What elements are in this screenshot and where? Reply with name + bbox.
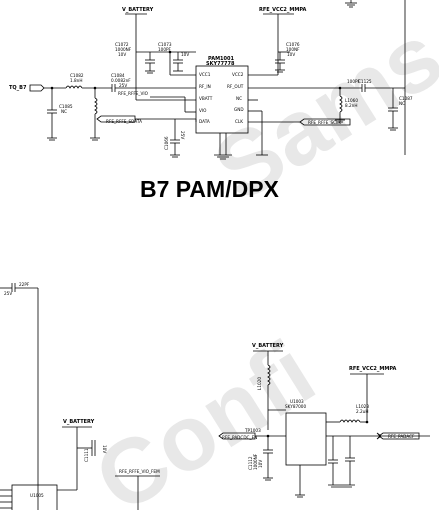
- pam-ic-model: SKY77778: [206, 61, 235, 67]
- c1076-ref: C1076: [286, 42, 300, 47]
- u1003-ref: U1003: [290, 399, 304, 404]
- pin-vcc1: VCC1: [199, 72, 211, 77]
- u1005-ref: U1005: [30, 493, 44, 498]
- bottom-left-section: 22PF 25V V_BATTERY C1111 10V RFE_RFFE_VI…: [0, 282, 160, 510]
- net-label-rfe-rffe-vio: RFE_RFFE_VIO: [118, 91, 149, 96]
- c1087-ref: C1087: [399, 96, 413, 101]
- net-label-rfe-vcc2-mmpa-bot: RFE_VCC2_MMPA: [349, 366, 397, 372]
- c-left-ref: C1111: [84, 448, 89, 462]
- c1072-volt: 10V: [118, 52, 126, 57]
- tp1003-ref: TP1003: [244, 428, 261, 433]
- pin-rf-in: RF_IN: [199, 84, 211, 89]
- c1125-ref: C1125: [358, 79, 372, 84]
- c1084-volt: 25V: [119, 83, 127, 88]
- c1085-ref: C1085: [59, 104, 73, 109]
- watermark-bottom-text: Confi: [78, 321, 331, 510]
- c1085-val: NC: [61, 109, 67, 114]
- net-label-v-battery-mid: V_BATTERY: [252, 343, 284, 349]
- net-label-v-battery-top: V_BATTERY: [122, 7, 154, 13]
- watermark: Sams Confi: [78, 5, 439, 510]
- c1112-ref: C1112: [248, 456, 253, 470]
- pin-vio: VIO: [199, 108, 207, 113]
- l1060-ref: L1060: [345, 98, 358, 103]
- l1060-val: 8.2nH: [345, 103, 357, 108]
- pin-clk: CLK: [235, 119, 243, 124]
- pin-gnd: GND: [234, 107, 244, 112]
- pam-section: V_BATTERY RFE_VCC2_MMPA PAM1001 SKY77778…: [9, 0, 413, 160]
- net-label-v-battery-left: V_BATTERY: [63, 419, 95, 425]
- c1073-ref: C1073: [158, 42, 172, 47]
- c1073-volt: 10V: [181, 52, 189, 57]
- c1087-val: NC: [399, 101, 405, 106]
- net-label-rfe-rffe-sclk: RFE_RFFE_SCLK: [308, 120, 341, 125]
- pin-nc: NC: [236, 96, 242, 101]
- c1072-val: 1000NF: [115, 47, 132, 52]
- pin-rf-out: RF_OUT: [227, 84, 244, 89]
- pin-vbatt: VBATT: [199, 96, 213, 101]
- pam-ic-part: PAM1001: [208, 56, 234, 62]
- c1076-volt: 10V: [287, 52, 295, 57]
- pin-vcc2: VCC2: [232, 72, 244, 77]
- c1084-val: 0.0082nF: [111, 78, 131, 83]
- c1112-volt: 10V: [258, 460, 263, 468]
- c1072-ref: C1072: [115, 42, 129, 47]
- cap-top-left-volt: 25V: [4, 291, 12, 296]
- net-label-tq-b7: TQ_B7: [9, 85, 27, 91]
- c1076-val: 100NF: [286, 47, 300, 52]
- c-left-volt: 10V: [102, 445, 107, 453]
- cap-top-left-val: 22PF: [19, 282, 30, 287]
- c1112-val: 1000NF: [253, 453, 258, 470]
- u1003-part: SKY87000: [285, 404, 306, 409]
- l1020-ref: L1020: [257, 377, 262, 390]
- net-label-rfe-rffe-vio-fem: RFE_RFFE_VIO_FEM: [119, 469, 160, 474]
- l1023-val: 2.2uH: [356, 409, 368, 414]
- c1125-val: 100PF: [347, 79, 361, 84]
- c1066-ref: C1066: [164, 136, 169, 150]
- l1023-ref: L1023: [356, 404, 369, 409]
- net-label-rfe-vcc2-mmpa-top: RFE_VCC2_MMPA: [259, 7, 307, 13]
- c1082-ref: C1082: [70, 73, 84, 78]
- page-title: B7 PAM/DPX: [140, 176, 280, 202]
- net-label-rfe-rffe-sdata: RFE_RFFE_SDATA: [106, 119, 142, 124]
- c1066-volt: 25V: [180, 131, 185, 139]
- pam-ic: PAM1001 SKY77778 VCC1 RF_IN VBATT VIO DA…: [195, 56, 249, 160]
- pin-data: DATA: [199, 119, 210, 124]
- net-label-rfe-padcdc-en: RFE_PADCDC_EN: [222, 435, 257, 440]
- net-label-rfe-padacf: RFE_PADACF_: [388, 434, 417, 439]
- c1082-val: 1.8nH: [70, 78, 82, 83]
- bottom-right-section: V_BATTERY L1020 U1003 SKY87000 RFE_VCC2_…: [218, 343, 430, 498]
- c1084-ref: C1084: [111, 73, 125, 78]
- c1073-val: 100PF: [158, 47, 172, 52]
